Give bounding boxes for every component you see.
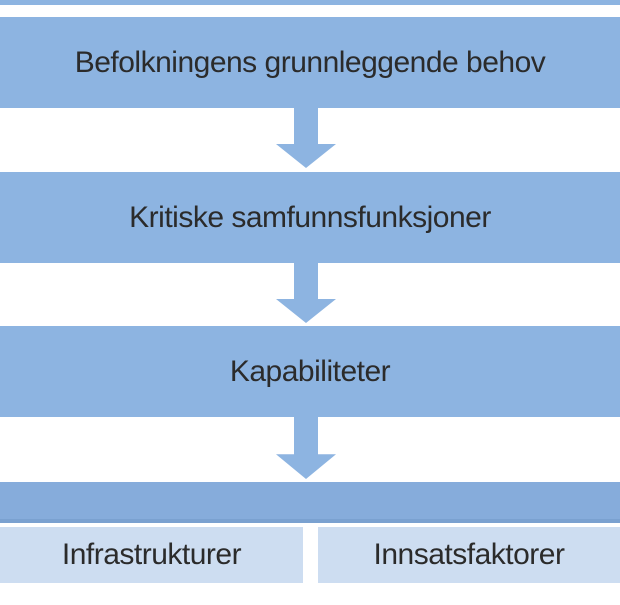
box-infrastructures: Infrastrukturer: [0, 527, 303, 583]
flow-step-label: Befolkningens grunnleggende behov: [74, 45, 546, 79]
flow-step-label: Kritiske samfunnsfunksjoner: [129, 200, 491, 234]
box-input-factors: Innsatsfaktorer: [318, 527, 620, 583]
flow-step-label: Kapabiliteter: [229, 354, 391, 388]
down-arrow-icon: [276, 108, 336, 168]
flow-step-basic-needs: Befolkningens grunnleggende behov: [0, 17, 620, 108]
flow-step-capabilities: Kapabiliteter: [0, 326, 620, 417]
down-arrow-icon: [276, 263, 336, 323]
box-label: Infrastrukturer: [61, 538, 242, 571]
top-edge-strip: [0, 0, 620, 5]
down-arrow-icon: [276, 417, 336, 479]
box-label: Innsatsfaktorer: [373, 538, 565, 571]
bottom-band: [0, 482, 620, 523]
flow-step-critical-functions: Kritiske samfunnsfunksjoner: [0, 172, 620, 263]
